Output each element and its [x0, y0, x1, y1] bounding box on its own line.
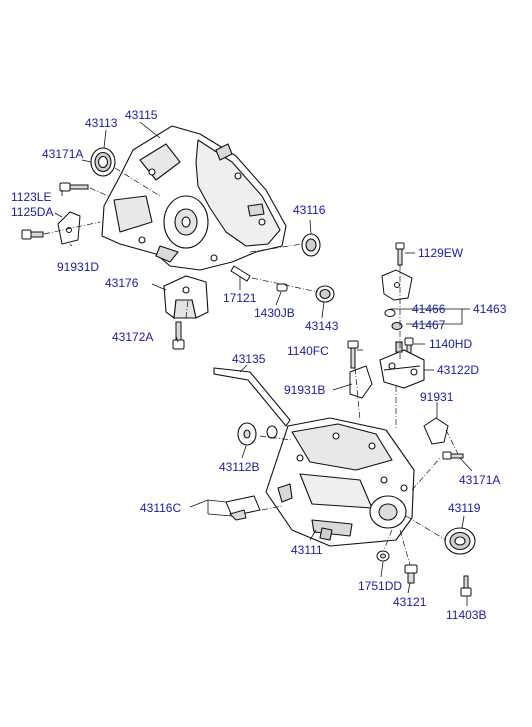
drain-plug-43121: [404, 564, 418, 584]
bracket-91931B: [349, 365, 373, 399]
dowel-pin-17121: [230, 265, 251, 282]
bolt-1140HD: [404, 337, 414, 356]
bolt-1125DA: [21, 229, 44, 240]
label-41463[interactable]: 41463: [473, 302, 507, 316]
assembly-lines: [43, 167, 459, 566]
plug-small: [266, 425, 278, 439]
bushing-41467: [391, 322, 403, 330]
label-41466[interactable]: 41466: [412, 302, 446, 316]
label-91931D[interactable]: 91931D: [57, 260, 99, 274]
washer-41466: [384, 309, 396, 317]
bolt-43171A-top: [59, 182, 89, 192]
label-1125DA[interactable]: 1125DA: [11, 205, 53, 219]
label-43172A[interactable]: 43172A: [112, 330, 153, 344]
label-1140HD[interactable]: 1140HD: [429, 337, 472, 351]
label-11403B[interactable]: 11403B: [446, 608, 486, 622]
label-43112B[interactable]: 43112B: [219, 460, 259, 474]
label-43143[interactable]: 43143: [305, 319, 339, 333]
label-1430JB[interactable]: 1430JB: [254, 306, 295, 320]
bracket-91931D: [57, 211, 81, 245]
magnet-43116C: [225, 495, 261, 521]
washer-1751DD: [376, 550, 390, 562]
bracket-91931: [423, 417, 449, 445]
label-43113[interactable]: 43113: [85, 116, 118, 130]
oil-seal-43119: [444, 527, 476, 555]
label-91931B[interactable]: 91931B: [284, 383, 325, 397]
cover-43112B: [237, 422, 257, 446]
label-43135[interactable]: 43135: [232, 352, 266, 366]
bolt-11403B: [460, 575, 472, 597]
leader-lines: [54, 121, 473, 606]
clutch-housing: [101, 125, 287, 271]
bracket-43135: [213, 367, 291, 427]
shift-lever-assy-43122D: [379, 341, 425, 389]
label-43116[interactable]: 43116: [293, 203, 326, 217]
bolt-1140FC: [347, 340, 359, 369]
label-17121[interactable]: 17121: [223, 291, 257, 305]
oil-seal-43113: [90, 147, 116, 177]
label-41467[interactable]: 41467: [412, 318, 446, 332]
label-43121[interactable]: 43121: [393, 595, 427, 609]
bolt-43171A-bottom: [442, 451, 464, 460]
label-1129EW[interactable]: 1129EW: [418, 246, 464, 260]
bolt-43172A: [172, 321, 185, 350]
seal-43143: [315, 285, 335, 303]
label-43176[interactable]: 43176: [105, 276, 139, 290]
label-1123LE[interactable]: 1123LE: [11, 190, 51, 204]
label-43116C[interactable]: 43116C: [140, 501, 181, 515]
label-43171A-top[interactable]: 43171A: [42, 147, 83, 161]
bolt-1129EW: [395, 242, 405, 266]
label-1140FC[interactable]: 1140FC: [287, 344, 329, 358]
label-43111[interactable]: 43111: [291, 543, 323, 557]
label-43122D[interactable]: 43122D: [437, 363, 479, 377]
label-43119[interactable]: 43119: [448, 501, 481, 515]
label-91931[interactable]: 91931: [420, 390, 454, 404]
label-1751DD[interactable]: 1751DD: [358, 579, 402, 593]
transmission-case: [265, 417, 415, 547]
mount-bracket-43176: [163, 275, 209, 320]
bracket-41463: [381, 269, 413, 301]
label-43171A-bottom[interactable]: 43171A: [459, 473, 500, 487]
label-43115[interactable]: 43115: [125, 108, 158, 122]
seal-43116: [301, 233, 321, 257]
part-labels: 43113 43115 43171A 1123LE 1125DA 91931D …: [11, 108, 507, 622]
pin-1430JB: [276, 283, 288, 292]
